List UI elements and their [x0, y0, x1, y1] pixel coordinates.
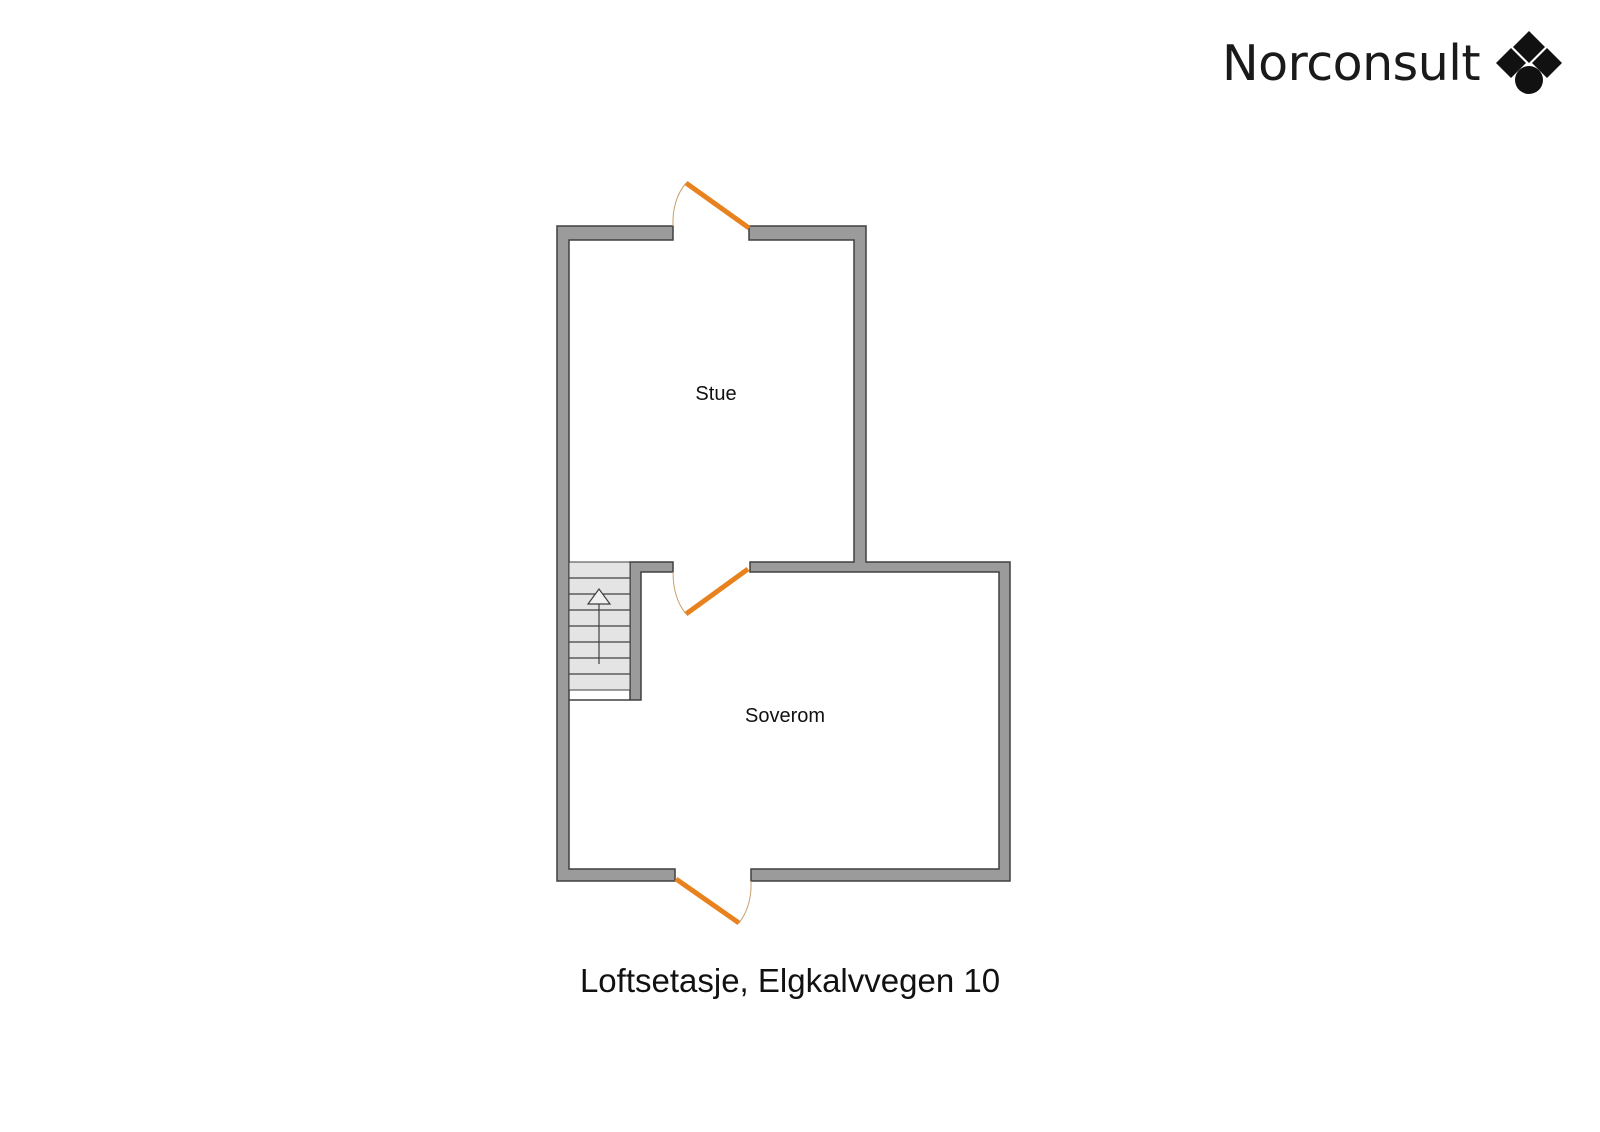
room-label-soverom: Soverom — [744, 705, 826, 727]
room-label-stue: Stue — [695, 383, 737, 405]
brand-logo: Norconsult — [1222, 28, 1564, 98]
walls — [556, 225, 1011, 882]
door-top — [672, 180, 751, 231]
norconsult-diamonds-logo-icon — [1496, 31, 1563, 94]
wall-outer-left — [556, 225, 676, 882]
door-bottom — [674, 876, 752, 926]
plan-caption: Loftsetasje, Elgkalvvegen 10 — [579, 962, 1001, 999]
staircase — [568, 561, 631, 691]
door-middle — [672, 566, 750, 617]
wall-outer-right — [748, 225, 1011, 882]
stair-up-arrow-icon — [586, 587, 612, 664]
brand-name: Norconsult — [1222, 34, 1481, 92]
